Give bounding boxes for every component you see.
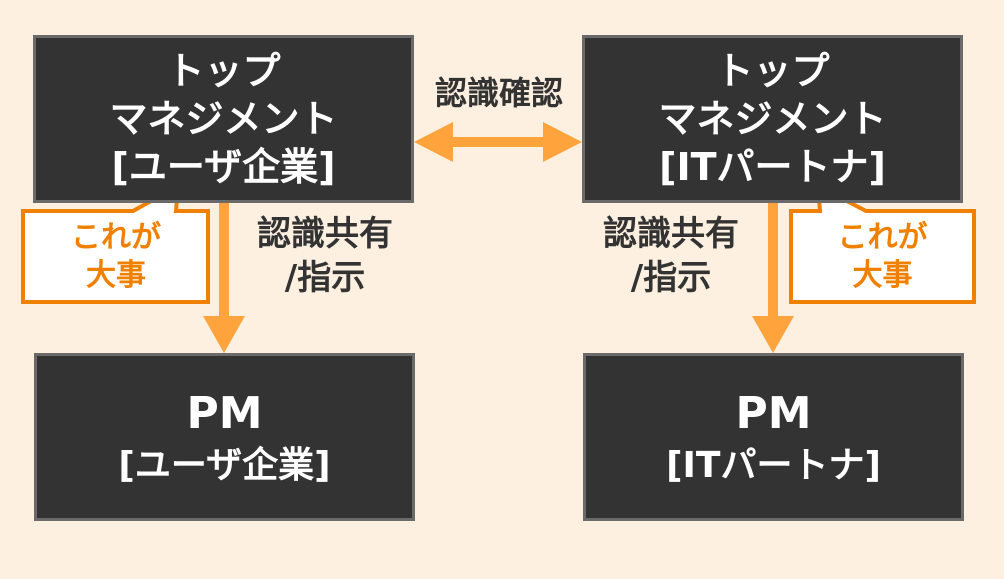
double-arrow-icon xyxy=(414,122,582,162)
callout-line: これが xyxy=(71,220,161,255)
edge-label-mutual: 認識確認 xyxy=(434,74,563,112)
node-subtitle: [ITパートナ] xyxy=(666,445,881,486)
node-line: [ITパートナ] xyxy=(659,145,886,189)
node-pm-user: PM [ユーザ企業] xyxy=(34,353,415,521)
callout-line: 大事 xyxy=(86,258,146,293)
callout-line: これが xyxy=(837,220,928,255)
callout-line: 大事 xyxy=(852,258,913,293)
node-top-management-user: トップ マネジメント [ユーザ企業] xyxy=(33,35,414,203)
callout-text-left: これが 大事 xyxy=(24,219,208,295)
node-line: [ユーザ企業] xyxy=(111,145,336,189)
node-subtitle: [ユーザ企業] xyxy=(118,445,331,486)
edge-label-line: 認識共有 xyxy=(257,214,393,254)
node-line: トップ xyxy=(166,49,281,93)
arrow-down-icon xyxy=(752,203,794,353)
edge-label-line: /指示 xyxy=(284,258,366,298)
edge-label-line: 認識共有 xyxy=(603,214,739,254)
node-pm-partner: PM [ITパートナ] xyxy=(583,353,964,521)
callout-bubble-left xyxy=(21,182,210,304)
node-line: トップ xyxy=(715,49,830,93)
callout-bubble-right xyxy=(789,182,976,304)
node-top-management-partner: トップ マネジメント [ITパートナ] xyxy=(582,35,963,203)
node-title: PM xyxy=(735,388,812,439)
arrow-down-icon xyxy=(203,203,245,353)
edge-label-down-left: 認識共有 /指示 xyxy=(250,212,400,300)
edge-label-line: /指示 xyxy=(630,258,712,298)
node-line: マネジメント xyxy=(109,97,338,141)
node-line: マネジメント xyxy=(658,97,887,141)
callout-text-right: これが 大事 xyxy=(792,219,973,295)
node-title: PM xyxy=(186,388,263,439)
edge-label-down-right: 認識共有 /指示 xyxy=(596,212,746,300)
